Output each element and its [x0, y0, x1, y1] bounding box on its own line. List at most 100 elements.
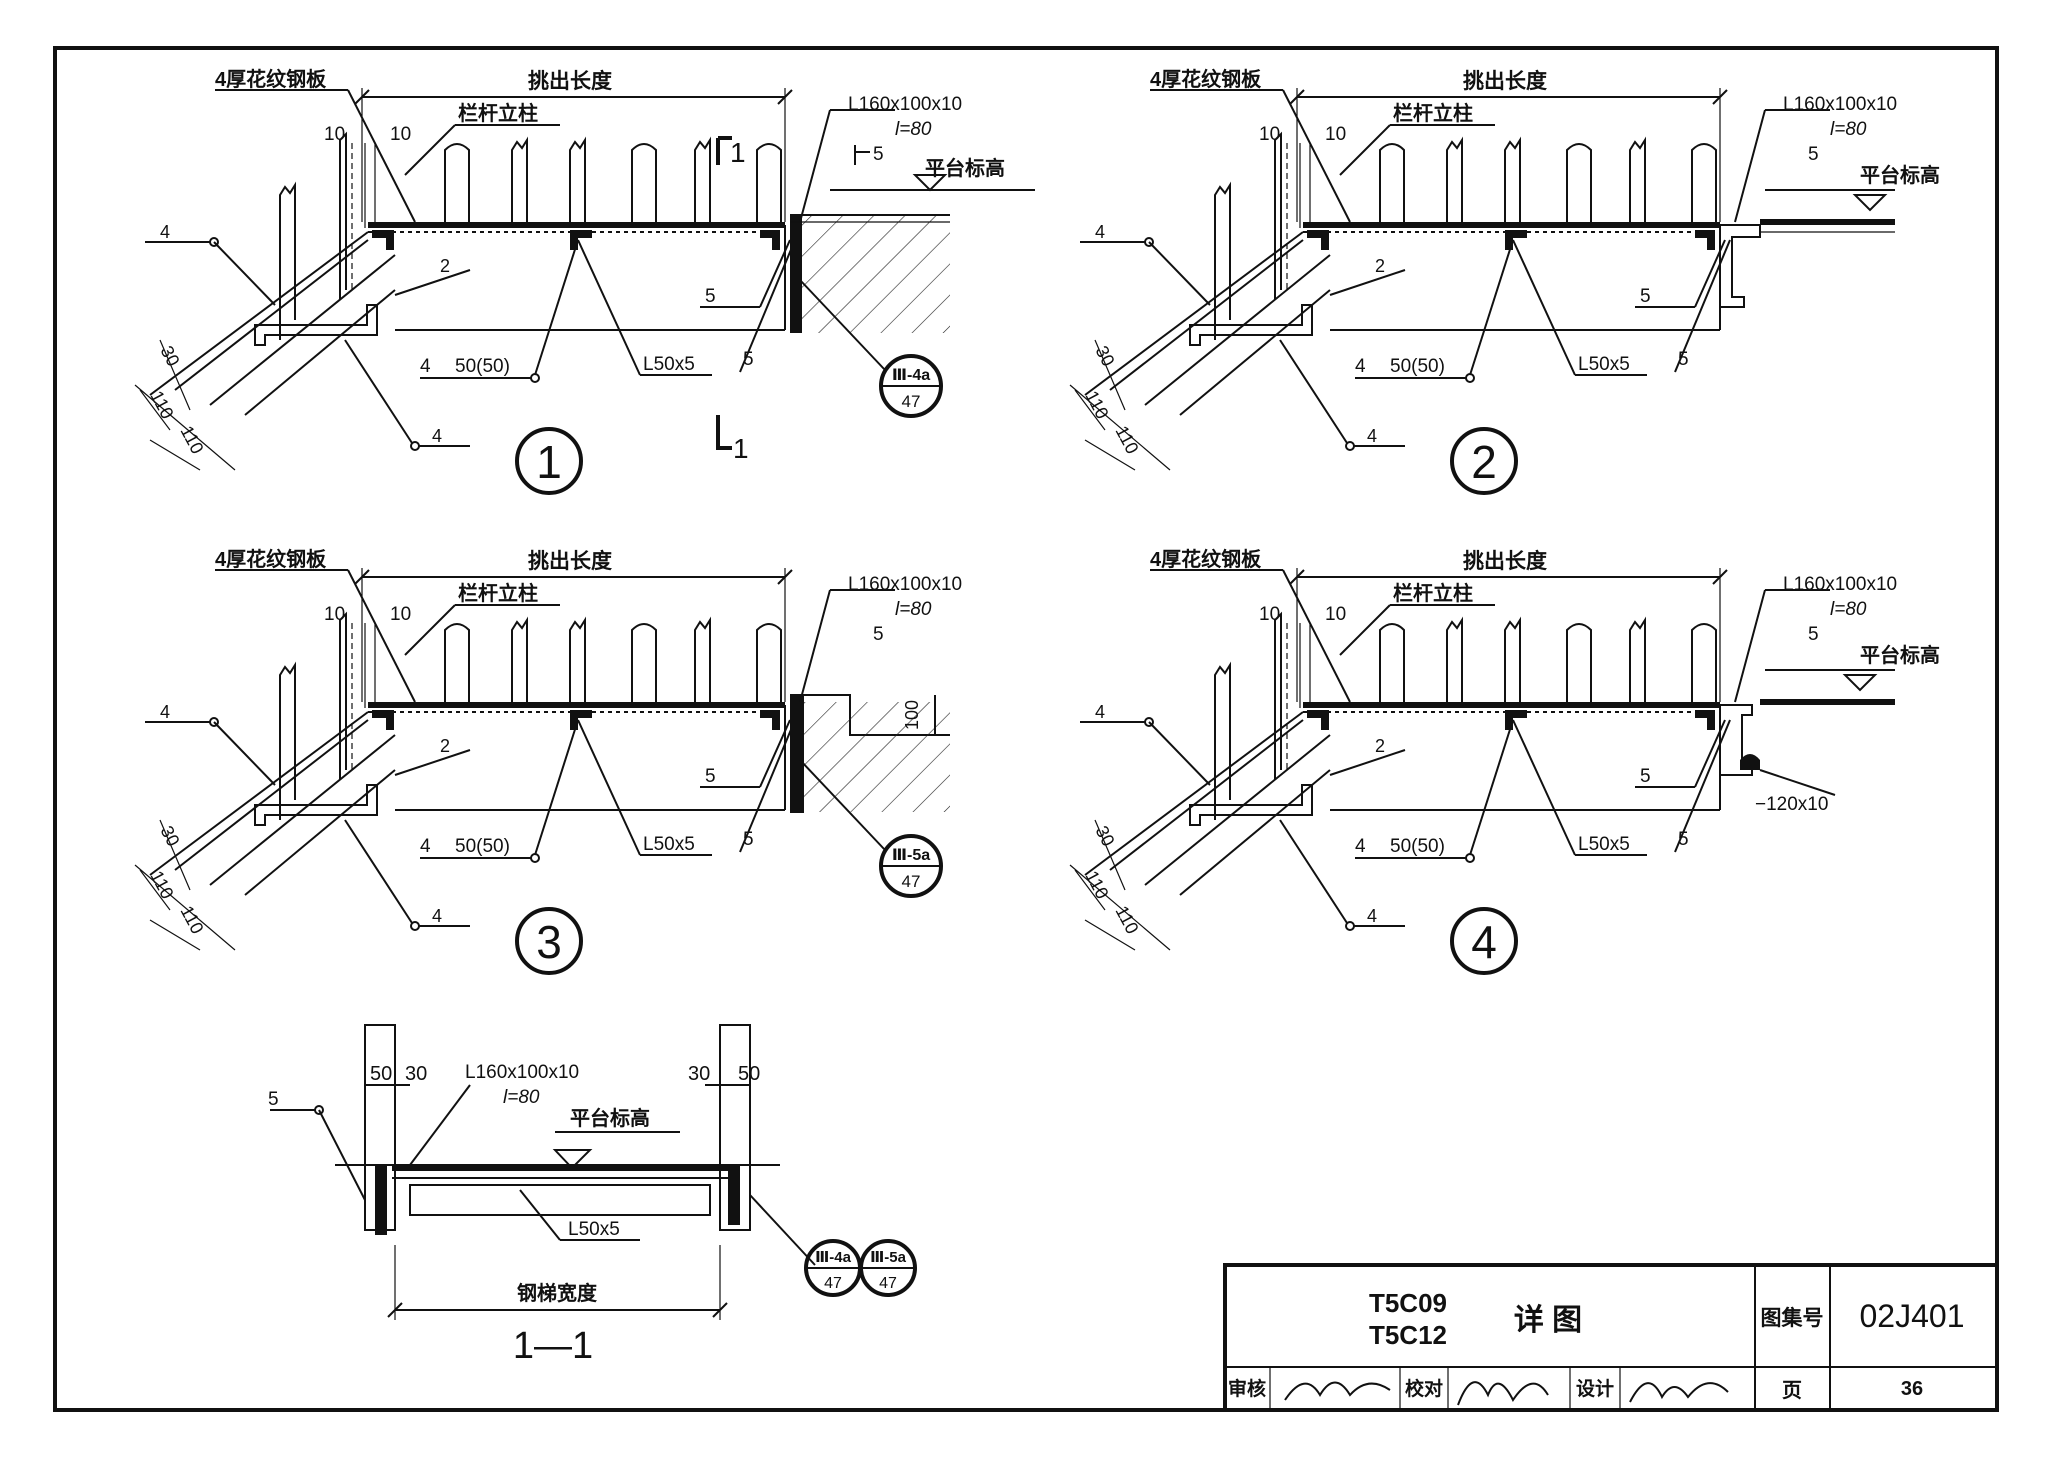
dim-30b: 30 — [688, 1063, 710, 1085]
weld-5a: 5 — [1640, 766, 1651, 787]
section-1-1: 5 50 30 L160x100x10 l=80 30 50 平台标高 L50x… — [268, 1024, 917, 1367]
detail-4: 4 4厚花纹钢板 挑出长度 栏杆立柱 L160x100x10 l=80 5 平台… — [1070, 547, 1940, 975]
weld-4-50: 4 — [1355, 356, 1366, 377]
platform-label: 平台标高 — [1860, 163, 1940, 187]
dim-10b: 10 — [390, 124, 411, 145]
detail-number: 1 — [536, 436, 562, 488]
dim-110b: 110 — [176, 422, 207, 457]
sheet-border — [53, 46, 1999, 1412]
section-mark-bottom — [716, 415, 732, 450]
weld-4-50: 4 — [420, 836, 431, 857]
codes-line1: T5C09 — [1369, 1288, 1447, 1318]
ref-bottom: 47 — [902, 872, 921, 891]
angle-length: l=80 — [895, 599, 932, 620]
title-block: T5C09 T5C12 详 图 图集号 02J401 审核 校对 设计 页 36 — [1223, 1263, 1999, 1412]
weld-top: 5 — [1808, 624, 1819, 645]
plate-size: −120x10 — [1755, 794, 1828, 815]
weld-4-bottom: 4 — [432, 426, 442, 446]
weld-4-50: 4 — [1355, 836, 1366, 857]
weld-4-bottom: 4 — [1367, 426, 1377, 446]
plate-label: 4厚花纹钢板 — [215, 67, 327, 91]
weld-5b: 5 — [1678, 349, 1689, 370]
dim-50a: 50 — [370, 1063, 392, 1085]
reviewer-signature — [1284, 1381, 1391, 1401]
dim-10a: 10 — [324, 604, 345, 625]
weld-4-50-text: 50(50) — [1390, 836, 1445, 857]
codes-line2: T5C12 — [1369, 1320, 1447, 1350]
ref2-bottom: 47 — [879, 1275, 897, 1292]
concrete-hatch — [800, 215, 950, 333]
weld-5b: 5 — [1678, 829, 1689, 850]
detail-number: 3 — [536, 916, 562, 968]
detail-number-circle — [515, 427, 583, 495]
weld-4-bottom: 4 — [432, 906, 442, 926]
dim-30: 30 — [156, 342, 183, 369]
platform-label: 平台标高 — [570, 1106, 650, 1130]
dim-10b: 10 — [1325, 124, 1346, 145]
dim-10b: 10 — [390, 604, 411, 625]
weld-2: 2 — [1375, 736, 1385, 756]
section-mark-top-label: 1 — [730, 137, 746, 168]
weld-5a: 5 — [705, 766, 716, 787]
extra-dim: 100 — [902, 700, 922, 730]
angle-label: L160x100x10 — [848, 574, 962, 595]
section-mark-bottom-label: 1 — [733, 433, 749, 464]
length-label: 挑出长度 — [1463, 549, 1547, 573]
detail-number: 4 — [1471, 916, 1497, 968]
ref1-top: Ⅲ-4a — [815, 1249, 852, 1266]
post-label: 栏杆立柱 — [458, 581, 538, 605]
dim-110b: 110 — [1111, 902, 1142, 937]
dim-30: 30 — [1091, 342, 1118, 369]
detail-2: 2 4厚花纹钢板 挑出长度 栏杆立柱 L160x100x10 l=80 5 平台… — [1070, 67, 1940, 495]
angle-label: L160x100x10 — [1783, 94, 1897, 115]
weld-top: 5 — [1808, 144, 1819, 165]
channel-section — [1719, 224, 1761, 308]
atlas-label: 图集号 — [1761, 1306, 1824, 1330]
weld-left: 4 — [160, 702, 170, 722]
angle-label: L160x100x10 — [1783, 574, 1897, 595]
weld-5b: 5 — [743, 829, 754, 850]
plate-label: 4厚花纹钢板 — [1150, 547, 1262, 571]
weld-4-50-text: 50(50) — [455, 356, 510, 377]
platform-label: 平台标高 — [925, 156, 1005, 180]
dim-10a: 10 — [1259, 604, 1280, 625]
checker-signature — [1457, 1381, 1549, 1406]
design-label: 设计 — [1576, 1378, 1614, 1400]
dim-10a: 10 — [1259, 124, 1280, 145]
post-label: 栏杆立柱 — [1393, 581, 1473, 605]
weld-4-50-text: 50(50) — [455, 836, 510, 857]
page-number: 36 — [1901, 1378, 1923, 1400]
section-title: 1—1 — [513, 1325, 593, 1367]
dim-110b: 110 — [1111, 422, 1142, 457]
angle-label: L160x100x10 — [465, 1062, 579, 1083]
dim-30a: 30 — [405, 1063, 427, 1085]
length-label: 挑出长度 — [528, 549, 612, 573]
detail-number-circle — [1450, 427, 1518, 495]
section-mark-top — [716, 136, 732, 165]
plate-label: 4厚花纹钢板 — [1150, 67, 1262, 91]
angle-length: l=80 — [1830, 119, 1867, 140]
weld-4-50: 4 — [420, 356, 431, 377]
angle-small: L50x5 — [568, 1219, 620, 1240]
dim-10a: 10 — [324, 124, 345, 145]
detail-3: 3 4厚花纹钢板 挑出长度 栏杆立柱 L160x100x10 l=80 5 4 … — [135, 547, 962, 975]
weld-5a: 5 — [705, 286, 716, 307]
angle-small: L50x5 — [1578, 354, 1630, 375]
angle-length: l=80 — [503, 1087, 540, 1108]
weld-top: 5 — [873, 624, 884, 645]
weld-left: 4 — [160, 222, 170, 242]
ref-top: Ⅲ-4a — [892, 367, 930, 384]
page-label: 页 — [1782, 1380, 1802, 1402]
angle-length: l=80 — [895, 119, 932, 140]
width-label: 钢梯宽度 — [517, 1281, 598, 1305]
ref-bottom: 47 — [902, 392, 921, 411]
weld-left: 4 — [1095, 222, 1105, 242]
weld-5a: 5 — [1640, 286, 1651, 307]
post-label: 栏杆立柱 — [458, 101, 538, 125]
weld-left: 4 — [1095, 702, 1105, 722]
embedded-angle — [790, 695, 804, 813]
dim-30: 30 — [156, 822, 183, 849]
dim-50b: 50 — [738, 1063, 760, 1085]
weld-top: 5 — [873, 144, 884, 165]
